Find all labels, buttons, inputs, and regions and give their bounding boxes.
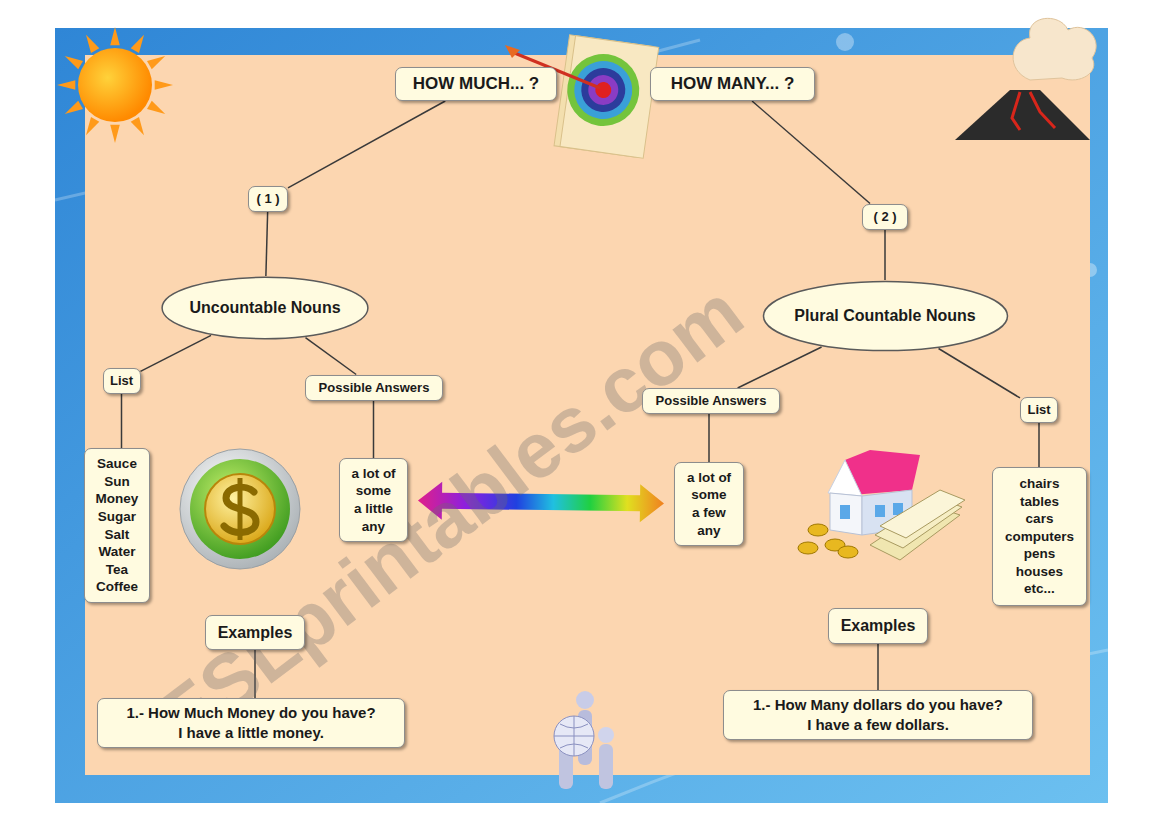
node-text: Plural Countable Nouns bbox=[794, 305, 975, 327]
category-ellipse: Plural Countable Nouns bbox=[761, 280, 1010, 352]
node-text: any bbox=[362, 518, 385, 536]
section-label: List bbox=[103, 368, 141, 394]
node-text: a lot of bbox=[687, 469, 731, 487]
node-text: I have a few dollars. bbox=[807, 715, 949, 735]
sun-ray bbox=[131, 117, 144, 135]
section-label: Possible Answers bbox=[642, 388, 780, 414]
node-text: ( 2 ) bbox=[873, 208, 896, 226]
node-text: Water bbox=[98, 543, 135, 561]
node-text: some bbox=[356, 482, 391, 500]
sun-ray bbox=[147, 101, 165, 114]
people-globe-icon bbox=[554, 691, 614, 789]
branch-number: ( 2 ) bbox=[862, 204, 908, 230]
answer-list: a lot ofsomea littleany bbox=[339, 458, 408, 542]
connector-line bbox=[752, 101, 870, 204]
node-text: computers bbox=[1005, 528, 1074, 546]
sun-ray bbox=[65, 101, 83, 114]
node-text: a little bbox=[354, 500, 393, 518]
node-text: Possible Answers bbox=[656, 392, 767, 410]
node-text: Uncountable Nouns bbox=[189, 297, 340, 319]
sun-ray bbox=[147, 56, 165, 69]
connector-line bbox=[738, 347, 822, 388]
peach-panel bbox=[85, 55, 1090, 775]
node-text: HOW MANY... ? bbox=[671, 73, 795, 96]
node-text: List bbox=[110, 372, 133, 390]
word-list: chairstablescarscomputerspenshousesetc..… bbox=[992, 467, 1087, 606]
node-text: a few bbox=[692, 504, 726, 522]
section-label: Examples bbox=[205, 615, 305, 650]
connector-line bbox=[266, 212, 268, 276]
node-text: Examples bbox=[218, 622, 293, 644]
section-label: Examples bbox=[828, 608, 928, 644]
sun-ray bbox=[155, 80, 173, 90]
node-text: tables bbox=[1020, 493, 1059, 511]
node-text: Tea bbox=[106, 561, 128, 579]
node-text: Possible Answers bbox=[319, 379, 430, 397]
node-text: Sauce bbox=[97, 455, 137, 473]
connector-line bbox=[288, 101, 445, 188]
connector-line bbox=[141, 335, 212, 371]
dollar-coin-icon bbox=[180, 449, 300, 569]
node-text: HOW MUCH... ? bbox=[413, 73, 540, 96]
sun-ray bbox=[110, 125, 120, 143]
volcano-icon bbox=[955, 18, 1096, 140]
question-box: HOW MUCH... ? bbox=[395, 67, 557, 101]
category-ellipse: Uncountable Nouns bbox=[160, 276, 370, 340]
connector-line bbox=[373, 401, 375, 459]
word-list: SauceSunMoneySugarSaltWaterTeaCoffee bbox=[84, 448, 150, 603]
node-text: houses bbox=[1016, 563, 1063, 581]
answer-list: a lot ofsomea fewany bbox=[674, 462, 744, 546]
sun-ray bbox=[86, 35, 99, 53]
node-text: I have a little money. bbox=[178, 723, 324, 743]
node-text: ( 1 ) bbox=[256, 190, 279, 208]
connector-line bbox=[939, 349, 1020, 398]
node-text: Coffee bbox=[96, 578, 138, 596]
connector-line bbox=[1038, 423, 1040, 468]
connector-line bbox=[877, 644, 879, 690]
question-box: HOW MANY... ? bbox=[650, 67, 815, 101]
connector-line bbox=[121, 394, 123, 448]
node-text: a lot of bbox=[351, 465, 395, 483]
target-icon bbox=[554, 35, 659, 158]
node-text: pens bbox=[1024, 545, 1056, 563]
sun-ray bbox=[110, 27, 120, 45]
sun-ray bbox=[57, 80, 75, 90]
example-box: 1.- How Many dollars do you have?I have … bbox=[723, 690, 1033, 740]
node-text: 1.- How Many dollars do you have? bbox=[753, 695, 1003, 715]
house-money-icon bbox=[798, 450, 965, 560]
blue-frame bbox=[55, 28, 1108, 803]
example-box: 1.- How Much Money do you have?I have a … bbox=[97, 698, 405, 748]
sun-ray bbox=[131, 35, 144, 53]
node-text: List bbox=[1027, 401, 1050, 419]
connector-line bbox=[884, 230, 886, 281]
connector-line bbox=[708, 414, 710, 462]
node-text: etc... bbox=[1024, 580, 1055, 598]
node-text: any bbox=[697, 522, 720, 540]
section-label: List bbox=[1020, 397, 1058, 423]
sun-icon bbox=[57, 27, 173, 143]
node-text: some bbox=[691, 486, 726, 504]
section-label: Possible Answers bbox=[305, 375, 443, 401]
node-text: Sugar bbox=[98, 508, 136, 526]
node-text: Money bbox=[96, 490, 139, 508]
node-text: cars bbox=[1026, 510, 1054, 528]
connector-line bbox=[305, 338, 356, 375]
node-text: Salt bbox=[105, 526, 130, 544]
node-text: Sun bbox=[104, 473, 130, 491]
node-text: 1.- How Much Money do you have? bbox=[126, 703, 375, 723]
sun-ray bbox=[65, 56, 83, 69]
branch-number: ( 1 ) bbox=[248, 186, 288, 212]
node-text: chairs bbox=[1020, 475, 1060, 493]
sun-ray bbox=[86, 117, 99, 135]
node-text: Examples bbox=[841, 615, 916, 637]
